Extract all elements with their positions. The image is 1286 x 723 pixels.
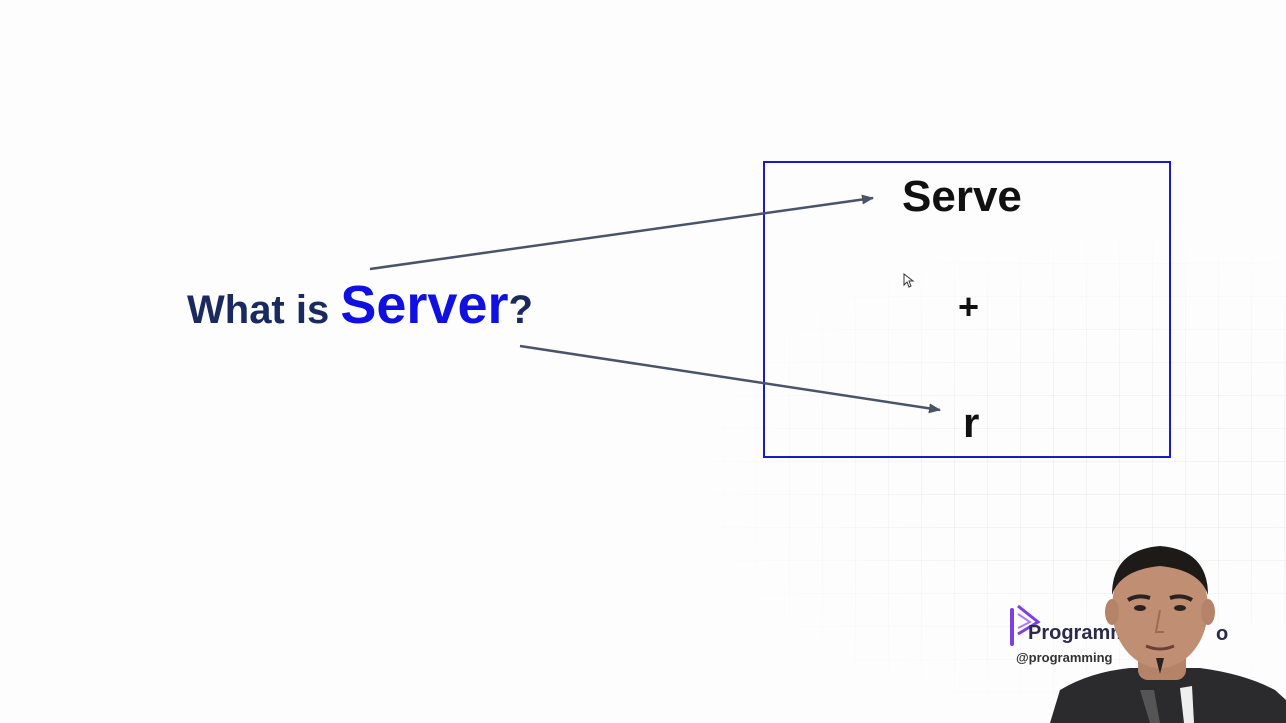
breakdown-part-r: r [963,399,980,446]
brand-watermark: Programm @programming [1008,604,1238,674]
breakdown-plus: + [958,286,980,327]
arrow-to-r [519,344,941,414]
question-heading: What is Server? [187,278,533,332]
brand-name: Programm [1028,622,1129,644]
mouse-pointer-icon [903,273,915,288]
programming-logo-icon [1010,604,1041,646]
breakdown-part-serve: Serve [902,172,1022,221]
breakdown-box [763,161,1171,458]
brand-handle: @programming [1016,650,1113,665]
arrow-to-serve [369,194,874,271]
presenter-webcam: o [1050,546,1286,723]
question-suffix: ? [508,288,533,332]
question-prefix: What is [187,288,341,332]
question-keyword: Server [340,275,509,335]
brand-name-tail: o [1216,623,1228,645]
